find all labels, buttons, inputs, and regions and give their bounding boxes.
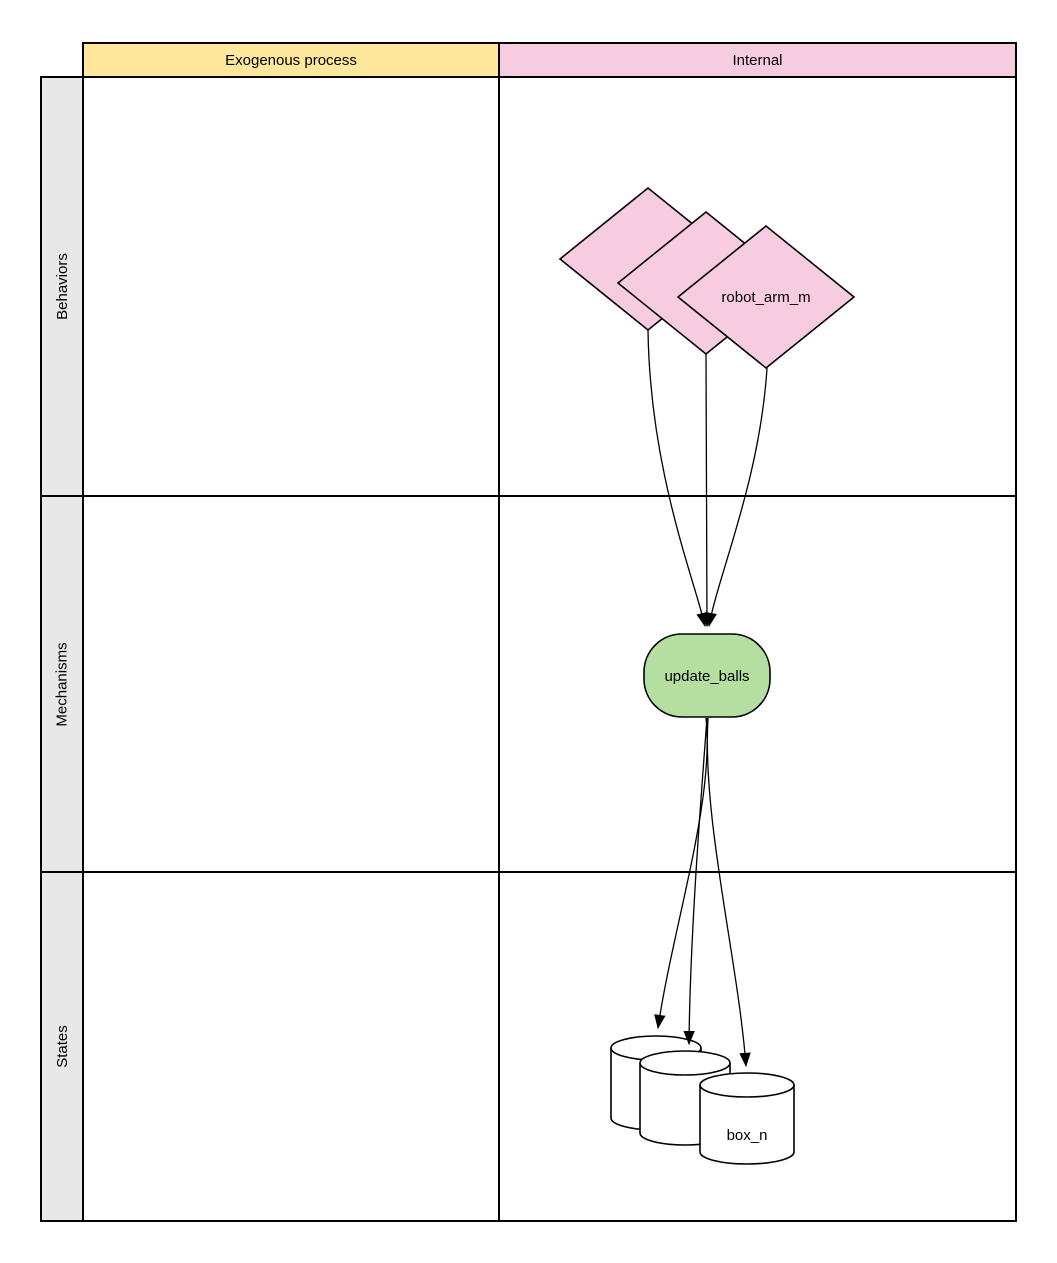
row-label-states: States: [42, 873, 82, 1220]
row-label-mechanisms: Mechanisms: [42, 497, 82, 873]
column-header-exogenous: Exogenous process: [84, 44, 500, 76]
cell-states-exogenous: [84, 873, 500, 1220]
row-label-behaviors-text: Behaviors: [53, 253, 71, 320]
row-label-states-text: States: [53, 1025, 71, 1068]
cell-mechanisms-internal: [500, 497, 1015, 873]
cell-states-internal: [500, 873, 1015, 1220]
row-label-mechanisms-text: Mechanisms: [53, 641, 71, 727]
matrix-grid: [82, 76, 1017, 1222]
column-header-internal-label: Internal: [732, 51, 783, 69]
column-header-exogenous-label: Exogenous process: [225, 51, 357, 69]
cell-behaviors-exogenous: [84, 78, 500, 497]
column-header-internal: Internal: [500, 44, 1015, 76]
row-label-behaviors: Behaviors: [42, 78, 82, 497]
cell-behaviors-internal: [500, 78, 1015, 497]
column-header-row: Exogenous process Internal: [82, 42, 1017, 76]
cell-mechanisms-exogenous: [84, 497, 500, 873]
row-label-column: Behaviors Mechanisms States: [40, 76, 82, 1222]
